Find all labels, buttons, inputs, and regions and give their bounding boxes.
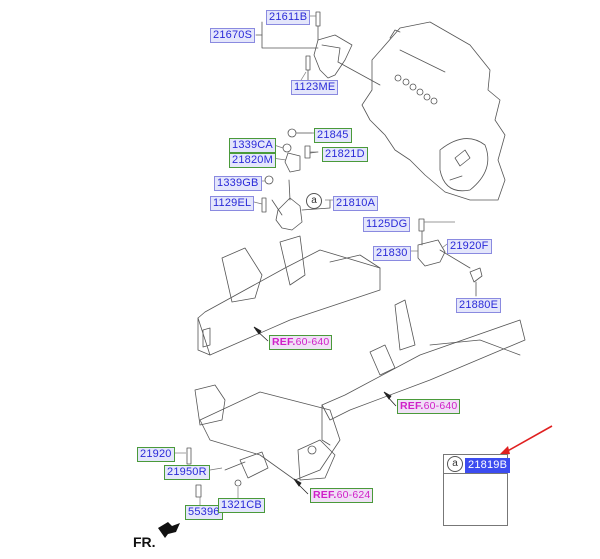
right-frame-drawing <box>321 299 526 446</box>
part-label-21830[interactable]: 21830 <box>373 246 411 261</box>
left-frame-drawing <box>197 235 381 356</box>
ref-prefix: REF. <box>313 489 337 501</box>
part-label-21950r[interactable]: 21950R <box>164 465 210 480</box>
ref-label-60-640-left[interactable]: REF.60-640 <box>269 335 333 350</box>
ref-label-60-624[interactable]: REF.60-624 <box>310 488 374 503</box>
part-label-21920f[interactable]: 21920F <box>447 239 492 254</box>
ref-number: 60-640 <box>423 400 458 412</box>
part-label-1123me[interactable]: 1123ME <box>291 80 339 95</box>
part-label-55396[interactable]: 55396 <box>185 505 223 520</box>
red-callout-arrow <box>498 425 553 456</box>
inset-part-box: a 21819B <box>443 454 511 526</box>
ref-number: 60-640 <box>295 336 330 348</box>
front-direction-arrow <box>158 522 180 538</box>
ref-number: 60-624 <box>336 489 371 501</box>
part-label-21611b[interactable]: 21611B <box>266 10 311 25</box>
highlighted-part-label[interactable]: 21819B <box>465 458 511 473</box>
ref-label-60-640-right[interactable]: REF.60-640 <box>397 399 461 414</box>
part-label-1321cb[interactable]: 1321CB <box>218 498 265 513</box>
part-label-1339gb[interactable]: 1339GB <box>214 176 262 191</box>
ref-prefix: REF. <box>272 336 296 348</box>
crossmember-drawing <box>186 384 341 498</box>
part-label-21821d[interactable]: 21821D <box>322 147 368 162</box>
part-label-1129el[interactable]: 1129EL <box>210 196 255 211</box>
part-label-21670s[interactable]: 21670S <box>210 28 256 43</box>
part-label-21845[interactable]: 21845 <box>314 128 352 143</box>
part-label-1339ca[interactable]: 1339CA <box>229 138 276 153</box>
engine-block-drawing <box>361 21 506 201</box>
front-direction-label: FR. <box>133 534 156 550</box>
ref-prefix: REF. <box>400 400 424 412</box>
part-label-21920[interactable]: 21920 <box>137 447 175 462</box>
part-label-21810a[interactable]: 21810A <box>333 196 379 211</box>
callout-marker-a: a <box>306 193 322 209</box>
inset-header: a 21819B <box>444 455 511 474</box>
inset-marker-a: a <box>447 456 463 472</box>
part-label-21820m[interactable]: 21820M <box>229 153 276 168</box>
right-mount-drawing <box>417 218 483 297</box>
part-label-1125dg[interactable]: 1125DG <box>363 217 411 232</box>
top-mount-bracket-drawing <box>255 11 381 86</box>
part-label-21880e[interactable]: 21880E <box>456 298 502 313</box>
